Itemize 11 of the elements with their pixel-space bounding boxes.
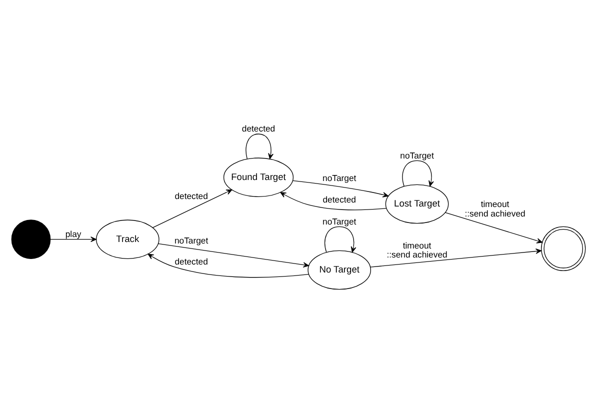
edge-label: noTarget: [174, 235, 208, 246]
edge-label: detected: [322, 194, 356, 204]
edge-label: noTarget: [322, 216, 356, 226]
edge-label: timeout ::send achieved: [386, 240, 448, 260]
edge-label: noTarget: [400, 150, 434, 160]
edge-label: detected: [242, 123, 276, 134]
edge-label: noTarget: [322, 172, 356, 182]
edge-label: play: [65, 228, 82, 238]
edge-label: timeout ::send achieved: [464, 198, 526, 218]
edge-label: detected: [174, 190, 208, 200]
edge-label: detected: [174, 256, 208, 266]
